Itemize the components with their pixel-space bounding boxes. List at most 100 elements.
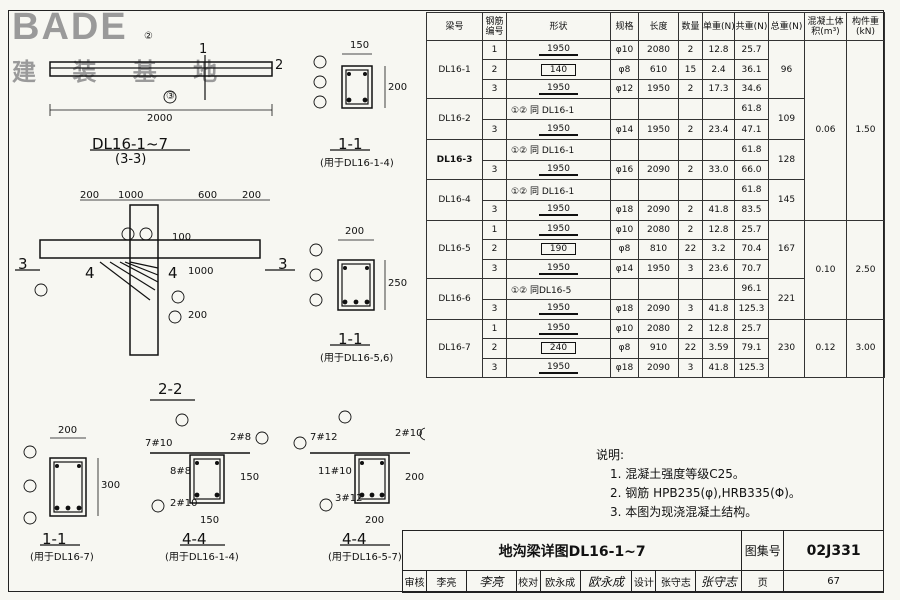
sec44a-label-1: 7#10	[145, 438, 173, 449]
checker-name: 欧永成	[539, 570, 581, 593]
rebar-length: 2090	[638, 357, 679, 378]
check-label: 校对	[515, 570, 541, 593]
group-sum-weight: 230	[768, 318, 805, 379]
rebar-spec: φ18	[610, 299, 639, 320]
sec-a-height: 200	[388, 82, 408, 93]
rebar-length	[638, 179, 679, 202]
atlas-label: 图集号	[741, 530, 785, 571]
beam-id: DL16-1	[426, 39, 483, 100]
rebar-length	[638, 138, 679, 161]
col-total-weight: 共重(N)	[734, 12, 769, 41]
rebar-shape: 1950	[506, 318, 611, 340]
rebar-shape: 1950	[506, 299, 611, 320]
rebar-no	[482, 138, 507, 161]
rebar-unit-weight: 23.4	[702, 119, 735, 140]
rebar-qty: 2	[678, 159, 703, 181]
rebar-shape: 1950	[506, 78, 611, 100]
rebar-total-weight: 66.0	[734, 159, 769, 181]
rebar-length: 1950	[638, 78, 679, 100]
sec44b-title: 4-4	[342, 530, 367, 548]
sec44a-label-5: 150	[200, 515, 220, 526]
rebar-no: 3	[482, 78, 507, 100]
rebar-shape: ①② 同 DL16-1	[506, 98, 611, 121]
rebar-total-weight: 79.1	[734, 338, 769, 359]
rebar-unit-weight: 12.8	[702, 318, 735, 340]
rebar-length: 2080	[638, 39, 679, 61]
sec-c-height: 300	[101, 480, 121, 491]
sec-a-width: 150	[350, 40, 370, 51]
sec-c-width: 200	[58, 425, 78, 436]
rebar-spec: φ16	[610, 159, 639, 181]
rebar-total-weight: 125.3	[734, 357, 769, 378]
table-row: 3 1950 φ18 2090 2 41.8 83.5	[427, 200, 885, 221]
col-shape: 形状	[506, 12, 611, 41]
reviewer-name: 李亮	[425, 570, 467, 593]
table-row: 2 190 φ8 810 22 3.2 70.4	[427, 239, 885, 260]
sec-b-height: 250	[388, 278, 408, 289]
rebar-qty: 3	[678, 299, 703, 320]
rebar-no	[482, 98, 507, 121]
rebar-shape: 190	[506, 239, 611, 260]
elev-section-mark-2: 2	[275, 58, 284, 73]
drawing-title: 地沟梁详图DL16-1~7	[401, 530, 743, 571]
rebar-shape: 1950	[506, 219, 611, 241]
group-sum-weight: 109	[768, 98, 805, 140]
rebar-total-weight: 96.1	[734, 278, 769, 301]
rebar-total-weight: 61.8	[734, 179, 769, 202]
rebar-unit-weight: 2.4	[702, 59, 735, 80]
rebar-shape: 1950	[506, 200, 611, 221]
sec22-dim-1: 200	[80, 190, 100, 201]
beam-id: DL16-3	[426, 138, 483, 181]
review-label: 审核	[402, 570, 427, 593]
rebar-spec: φ14	[610, 258, 639, 280]
member-weight: 2.50	[846, 219, 885, 320]
rebar-total-weight: 25.7	[734, 318, 769, 340]
rebar-spec	[610, 278, 639, 301]
rebar-length	[638, 278, 679, 301]
rebar-no: 2	[482, 338, 507, 359]
rebar-shape: 1950	[506, 39, 611, 61]
rebar-no: 3	[482, 357, 507, 378]
rebar-shape: ①② 同 DL16-1	[506, 138, 611, 161]
rebar-qty	[678, 98, 703, 121]
sec22-mark-3-left: 3	[18, 255, 28, 273]
sec22-dim-2: 1000	[118, 190, 144, 201]
page-number: 67	[783, 570, 884, 593]
rebar-shape: 1950	[506, 159, 611, 181]
checker-signature: 欧永成	[579, 570, 633, 593]
rebar-unit-weight	[702, 179, 735, 202]
sec44a-label-3: 8#8	[170, 466, 192, 477]
brand-logo: BADE	[12, 6, 128, 48]
sec-b-width: 200	[345, 226, 365, 237]
rebar-qty: 22	[678, 338, 703, 359]
rebar-no: 2	[482, 59, 507, 80]
sec22-vdim-3: 200	[188, 310, 208, 321]
rebar-length: 2090	[638, 159, 679, 181]
sec22-title: 2-2	[158, 380, 183, 398]
rebar-length: 810	[638, 239, 679, 260]
rebar-spec: φ12	[610, 78, 639, 100]
rebar-shape: ①② 同DL16-5	[506, 278, 611, 301]
col-length: 长度	[638, 12, 679, 41]
designer-signature: 张守志	[695, 570, 743, 593]
group-sum-weight: 221	[768, 278, 805, 320]
sec-a-note: (用于DL16-1-4)	[320, 158, 394, 169]
rebar-schedule-table: 梁号 钢筋编号 形状 规格 长度 数量 单重(N) 共重(N) 总重(N) 混凝…	[426, 12, 885, 379]
rebar-qty: 22	[678, 239, 703, 260]
rebar-qty	[678, 179, 703, 202]
rebar-spec: φ18	[610, 357, 639, 378]
beam-detail-drawings	[15, 53, 425, 546]
table-row: DL16-5 1 1950 φ10 2080 2 12.8 25.7 167 0…	[426, 219, 885, 320]
rebar-unit-weight	[702, 138, 735, 161]
rebar-length: 2090	[638, 200, 679, 221]
rebar-qty	[678, 138, 703, 161]
sec22-dim-4: 200	[242, 190, 262, 201]
col-rebar-no: 钢筋编号	[482, 12, 507, 41]
elev-subtitle: (3-3)	[115, 152, 147, 167]
rebar-total-weight: 70.7	[734, 258, 769, 280]
rebar-total-weight: 34.6	[734, 78, 769, 100]
rebar-qty: 2	[678, 78, 703, 100]
col-qty: 数量	[678, 12, 703, 41]
sec-c-note: (用于DL16-7)	[30, 552, 94, 563]
rebar-total-weight: 61.8	[734, 138, 769, 161]
